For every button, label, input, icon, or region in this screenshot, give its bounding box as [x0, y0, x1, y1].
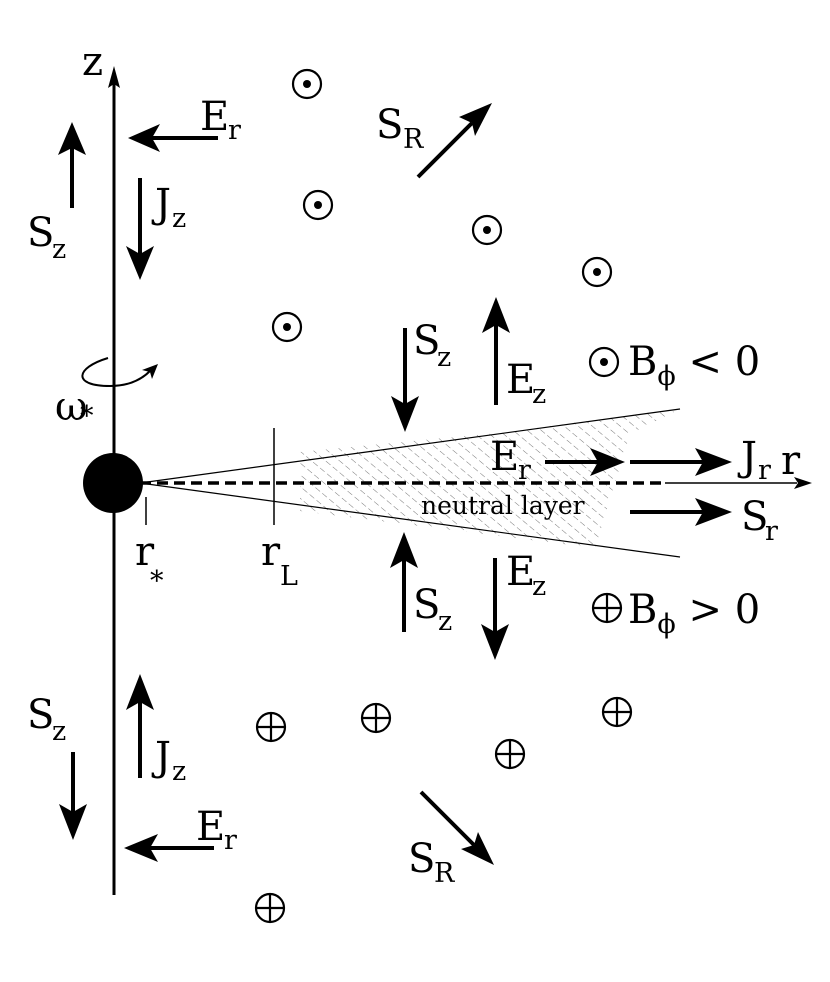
svg-text:r: r — [135, 529, 155, 575]
svg-text:z: z — [52, 234, 66, 265]
svg-text:z: z — [532, 571, 546, 602]
svg-text:S: S — [413, 582, 440, 628]
field-into-page-icon — [255, 711, 287, 743]
er-bottom-arrow — [124, 834, 214, 862]
svg-text:S: S — [27, 692, 54, 738]
r-axis — [665, 477, 812, 489]
svg-text:S: S — [408, 836, 435, 882]
svg-text:Bϕ > 0: Bϕ > 0 — [628, 587, 760, 640]
er-bottom-label: Er — [196, 804, 237, 856]
field-into-page-icon — [254, 892, 286, 924]
sz-mid-top-arrow — [391, 328, 419, 432]
svg-text:z: z — [532, 379, 546, 410]
field-out-of-page-icon — [588, 346, 620, 378]
ez-bottom-label: Ez — [506, 549, 546, 602]
field-out-of-page-icon — [581, 256, 613, 288]
svg-text:R: R — [434, 858, 455, 889]
r-axis-label: r — [781, 438, 801, 484]
svg-text:z: z — [172, 756, 186, 787]
svg-text:r: r — [518, 455, 531, 486]
jr-arrow — [630, 448, 732, 476]
svg-text:r: r — [765, 516, 778, 547]
wedge-lower-line — [139, 482, 681, 558]
sr-label: Sr — [741, 494, 778, 547]
svg-text:R: R — [403, 124, 424, 155]
svg-text:Bϕ < 0: Bϕ < 0 — [628, 339, 760, 392]
sr-bottom-label: SR — [408, 836, 455, 889]
svg-text:E: E — [490, 434, 519, 480]
svg-text:*: * — [80, 401, 94, 432]
sz-left-top-label: Sz — [27, 210, 66, 265]
b-phi-negative-label: Bϕ < 0 — [628, 339, 760, 392]
field-out-of-page-icon — [271, 311, 303, 343]
sz-left-top-arrow — [58, 122, 86, 208]
wedge-upper-line — [139, 408, 681, 484]
field-into-page-icon — [494, 738, 526, 770]
sz-mid-bottom-label: Sz — [413, 582, 452, 637]
field-into-page-icon — [601, 696, 633, 728]
svg-text:z: z — [52, 716, 66, 747]
b-phi-positive-label: Bϕ > 0 — [628, 587, 760, 640]
field-out-of-page-icon — [291, 68, 323, 100]
svg-text:r: r — [261, 529, 281, 575]
sz-mid-top-label: Sz — [413, 318, 451, 373]
svg-text:r: r — [758, 455, 771, 486]
field-into-page-icon — [591, 592, 623, 624]
er-layer-label: Er — [490, 434, 531, 486]
r-light-cylinder-label: r L — [261, 529, 298, 592]
svg-text:z: z — [438, 606, 452, 637]
sr-arrow — [630, 498, 732, 526]
jz-bottom-arrow — [126, 674, 154, 778]
svg-text:S: S — [27, 210, 54, 256]
svg-text:E: E — [506, 357, 535, 403]
sz-left-bottom-arrow — [59, 752, 87, 840]
svg-text:S: S — [376, 102, 403, 148]
svg-text:S: S — [413, 318, 440, 364]
svg-text:E: E — [200, 94, 229, 140]
svg-text:*: * — [150, 566, 164, 597]
z-axis-label: z — [82, 39, 103, 85]
svg-text:J: J — [151, 734, 171, 780]
svg-text:J: J — [737, 434, 757, 480]
svg-text:S: S — [741, 494, 768, 540]
ez-bottom-arrow — [481, 558, 509, 660]
svg-text:J: J — [151, 181, 171, 227]
svg-text:L: L — [280, 561, 298, 592]
svg-text:E: E — [506, 549, 535, 595]
svg-text:r: r — [228, 115, 241, 146]
ez-top-arrow — [482, 297, 510, 405]
sr-bottom-arrow — [419, 790, 494, 865]
field-out-of-page-icon — [471, 214, 503, 246]
er-top-label: Er — [200, 94, 241, 146]
ez-top-label: Ez — [506, 357, 546, 410]
field-into-page-icon — [360, 702, 392, 734]
field-out-of-page-icon — [302, 189, 334, 221]
sz-left-bottom-label: Sz — [27, 692, 66, 747]
svg-text:z: z — [437, 342, 451, 373]
svg-text:z: z — [172, 203, 186, 234]
sz-mid-bottom-arrow — [390, 532, 418, 632]
neutral-layer-label: neutral layer — [421, 491, 585, 520]
er-layer-arrow — [545, 448, 625, 476]
er-top-arrow — [128, 124, 218, 152]
neutron-star — [83, 453, 143, 513]
svg-text:E: E — [196, 804, 225, 850]
svg-text:ω: ω — [55, 384, 88, 430]
jz-top-arrow — [126, 178, 154, 280]
sr-top-arrow — [416, 103, 492, 179]
svg-text:r: r — [224, 825, 237, 856]
omega-star-label: ω * — [55, 384, 94, 432]
r-star-label: r * — [135, 529, 164, 597]
rotation-arrow-icon — [81, 357, 158, 388]
neutral-layer-hatch — [300, 409, 680, 548]
